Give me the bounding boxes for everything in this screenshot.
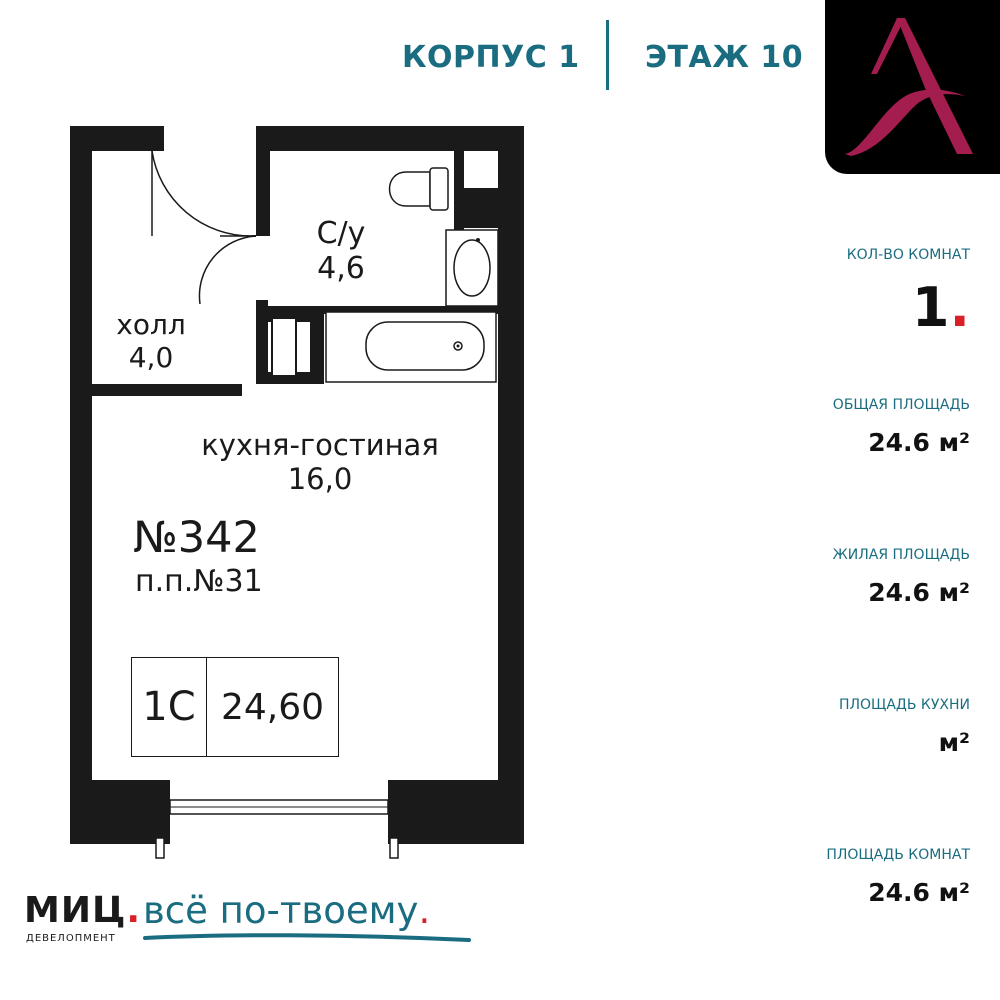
bathtub-icon (325, 311, 497, 383)
room-hall-name: холл (116, 308, 186, 341)
room-kitchen-living-name: кухня-гостиная (201, 428, 439, 462)
slogan-dot: . (418, 889, 431, 932)
pp-number: п.п.№31 (135, 564, 263, 599)
room-bathroom-name: С/у (316, 216, 366, 251)
room-kitchen-living-area: 16,0 (287, 462, 353, 497)
slogan-underline (143, 933, 471, 942)
living-area-label: ЖИЛАЯ ПЛОЩАДЬ (832, 547, 970, 563)
total-area-label: ОБЩАЯ ПЛОЩАДЬ (832, 397, 970, 413)
brand-logo (825, 0, 1000, 174)
toilet-icon (388, 167, 449, 211)
slogan-text: всё по-твоему (143, 889, 419, 932)
room-kitchen-living: кухня-гостиная 16,0 (140, 428, 500, 496)
room-bathroom-area: 4,6 (317, 251, 365, 287)
rooms-count-dot: . (949, 276, 970, 339)
rooms-area-label: ПЛОЩАДЬ КОМНАТ (826, 847, 970, 863)
rooms-count-value: 1. (912, 276, 970, 339)
apartment-area: 24,60 (220, 686, 325, 728)
apartment-type: 1С (132, 658, 207, 756)
developer-name: МИЦ (24, 890, 127, 931)
building-title: КОРПУС 1 (402, 40, 580, 75)
apartment-badge: 1С 24,60 (131, 657, 339, 757)
header-divider (606, 20, 609, 90)
kitchen-area-label: ПЛОЩАДЬ КУХНИ (838, 697, 970, 713)
brand-a-logo-icon (845, 18, 973, 156)
developer-logo: МИЦ. (24, 890, 141, 931)
total-area-value: 24.6 м² (868, 428, 970, 457)
slogan: всё по-твоему. (143, 889, 430, 932)
developer-subtitle: ДЕВЕЛОПМЕНТ (26, 933, 116, 944)
sink-icon (445, 229, 499, 307)
rooms-count-label: КОЛ-ВО КОМНАТ (846, 247, 970, 263)
room-hall: холл 4,0 (96, 308, 206, 374)
developer-dot: . (126, 890, 142, 931)
rooms-count-number: 1 (911, 276, 950, 339)
room-bathroom: С/у 4,6 (296, 216, 386, 287)
apartment-number: №342 (133, 513, 260, 563)
room-hall-area: 4,0 (128, 341, 174, 375)
kitchen-area-value: м² (938, 728, 970, 757)
door-swing-icon (151, 150, 257, 305)
floor-title: ЭТАЖ 10 (645, 40, 804, 75)
living-area-value: 24.6 м² (868, 578, 970, 607)
rooms-area-value: 24.6 м² (868, 878, 970, 907)
